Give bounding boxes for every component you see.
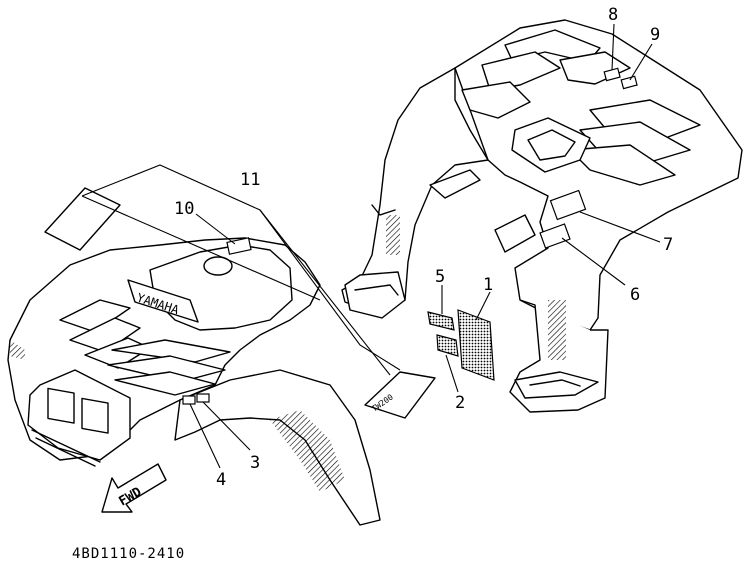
callout-2: 2: [455, 393, 465, 413]
callout-6: 6: [630, 285, 640, 305]
callout-1: 1: [483, 275, 493, 295]
decal-part-2: [436, 334, 459, 357]
callout-7: 7: [663, 235, 673, 255]
tw-decal: TW200: [364, 371, 436, 419]
leader-lines: [81, 23, 661, 469]
callout-3: 3: [250, 453, 260, 473]
part-code: 4BD1110-2410: [72, 546, 185, 562]
callout-11: 11: [240, 170, 260, 190]
callout-8: 8: [608, 5, 618, 25]
callout-numbers: 5 1 2 3 4 6 7 8 9 10 11: [174, 5, 673, 490]
callout-5: 5: [435, 267, 445, 287]
callout-4: 4: [216, 470, 226, 490]
fwd-arrow: FWD: [101, 463, 167, 513]
callout-10: 10: [174, 199, 194, 219]
decal-part-5: [427, 311, 455, 331]
rear-decals: [539, 67, 638, 249]
callout-9: 9: [650, 25, 660, 45]
decal-part-1: [457, 309, 495, 381]
front-fender: YAMAHA: [7, 237, 381, 526]
rear-fender: [341, 19, 743, 413]
wedge-decal: [44, 187, 121, 251]
